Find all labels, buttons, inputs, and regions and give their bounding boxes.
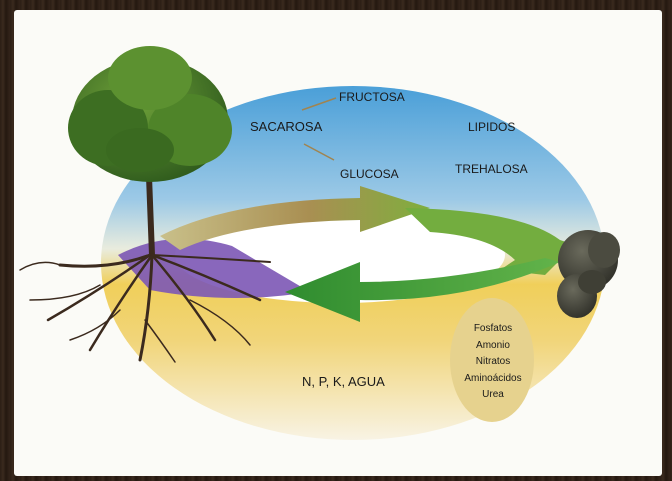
label-lipidos: LIPIDOS [468,120,515,134]
label-trehalosa: TREHALOSA [455,162,528,176]
label-sacarosa: SACAROSA [250,119,323,134]
nutrient-fosfatos: Fosfatos [474,323,512,334]
label-glucosa: GLUCOSA [340,167,399,181]
label-fructosa: FRUCTOSA [339,90,405,104]
nutrient-urea: Urea [482,389,504,400]
nutrient-aminoacidos: Aminoácidos [464,373,521,384]
nutrient-nitratos: Nitratos [476,356,510,367]
label-npk-agua: N, P, K, AGUA [302,374,385,389]
nutrient-amonio: Amonio [476,340,510,351]
fungus-icon [557,230,620,318]
tree-canopy [68,46,232,182]
